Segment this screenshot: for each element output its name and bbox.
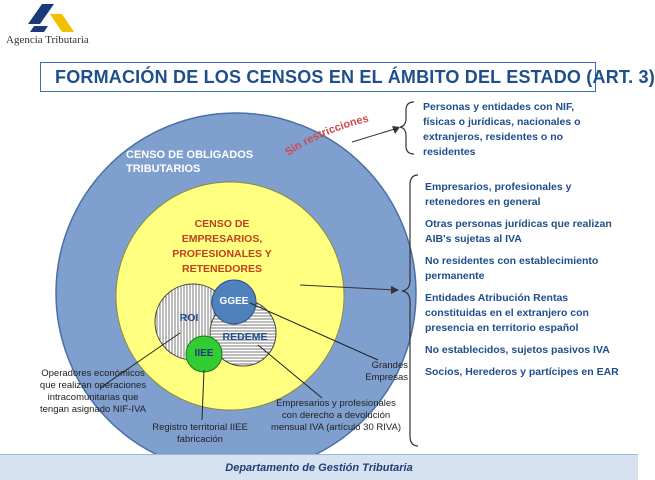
callout-registro: Registro territorial IIEE fabricación — [152, 422, 248, 445]
connector-grandes — [249, 302, 379, 361]
inner-circle-label: CENSO DE EMPRESARIOS, PROFESIONALES Y RE… — [172, 218, 272, 275]
callout-operadores: Operadores económicos que realizan opera… — [39, 368, 147, 415]
agencia-tributaria-logo — [4, 2, 128, 48]
roi-label: ROI — [179, 312, 199, 324]
connector-empresarios — [257, 344, 323, 399]
ggee-label: GGEE — [219, 296, 249, 307]
page-title: FORMACIÓN DE LOS CENSOS EN EL ÁMBITO DEL… — [55, 66, 655, 87]
arrow-outer-head — [392, 126, 400, 134]
arrow-outer — [351, 127, 399, 143]
list-item: No establecidos, sujetos pasivos IVA — [425, 344, 610, 356]
brace-bottom — [401, 174, 419, 447]
brace-top — [399, 101, 415, 155]
connector-registro — [201, 369, 205, 421]
list-item: Entidades Atribución Rentas constituidas… — [425, 292, 589, 334]
ggee-circle — [211, 279, 257, 325]
outer-circle-label: CENSO DE OBLIGADOS TRIBUTARIOS — [126, 149, 254, 175]
callout-grandes: Grandes Empresas — [365, 360, 408, 383]
title-bar: FORMACIÓN DE LOS CENSOS EN EL ÁMBITO DEL… — [40, 62, 655, 92]
arrow-inner-head — [391, 286, 399, 294]
redeme-label: REDEME — [222, 331, 268, 343]
list-item: No residentes con establecimiento perman… — [425, 255, 599, 282]
list-item: Socios, Herederos y partícipes en EAR — [425, 366, 619, 378]
connector-operadores — [99, 332, 181, 389]
footer-text: Departamento de Gestión Tributaria — [225, 461, 413, 474]
census-diagram: Sin restricciones — [55, 101, 419, 474]
logo-mark-icon — [28, 4, 74, 32]
logo-text: Agencia Tributaria — [6, 34, 89, 46]
arrow-inner — [299, 284, 397, 291]
callout-empresarios-devolucion: Empresarios y profesionales con derecho … — [270, 398, 402, 433]
list-item: Otras personas jurídicas que realizan AI… — [425, 218, 612, 245]
right-top-text: Personas y entidades con NIF, físicas o … — [423, 101, 581, 158]
right-list: Empresarios, profesionales y retenedores… — [425, 180, 625, 387]
footer-bar: Departamento de Gestión Tributaria — [0, 454, 638, 480]
iiee-label: IIEE — [194, 348, 214, 359]
list-item: Empresarios, profesionales y retenedores… — [425, 181, 572, 208]
